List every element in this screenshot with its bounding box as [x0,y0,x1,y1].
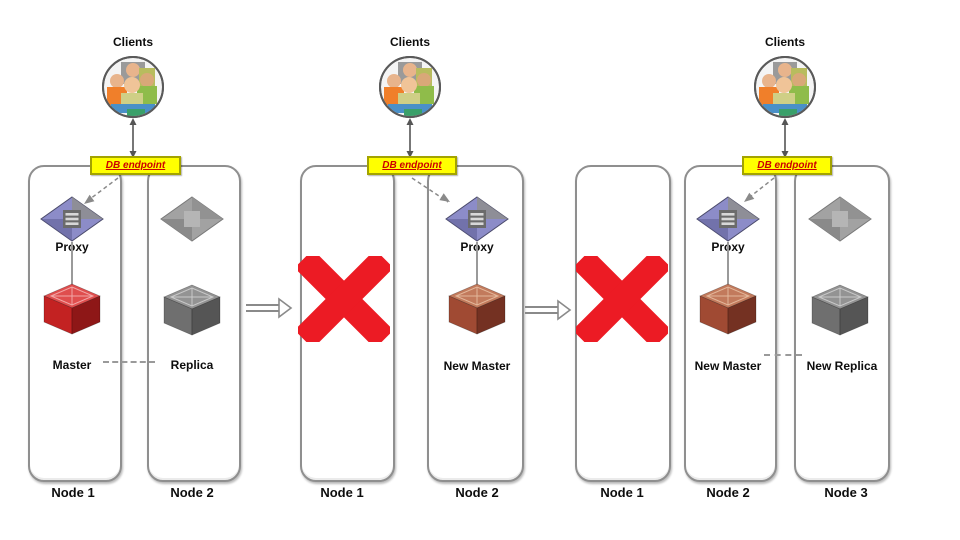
double-arrow-icon [781,118,789,158]
replication-link [764,354,802,356]
db-role-label: New Replica [806,359,878,373]
node-label: Node 1 [600,485,644,500]
db-role-label: Replica [170,358,214,372]
replication-link [103,361,155,363]
endpoint-to-proxy-arrow [84,177,119,204]
failure-x-icon [298,256,390,342]
double-arrow-icon [129,118,137,158]
endpoint-to-proxy-arrow [411,177,450,203]
db-role-label: New Master [694,359,762,373]
replica-db-cube-icon [163,284,221,336]
db-role-label: Master [52,358,92,372]
endpoint-to-proxy-arrow [744,177,775,202]
clients-icon [102,56,164,118]
proxy-diamond-icon [696,196,760,242]
db-endpoint-badge: DB endpoint [367,156,457,175]
db-endpoint-badge: DB endpoint [90,156,181,175]
proxy-db-link [476,242,478,286]
inactive-diamond-icon [808,196,872,242]
clients-label: Clients [764,35,805,49]
db-endpoint-badge: DB endpoint [742,156,832,175]
node-label: Node 2 [455,485,499,500]
proxy-diamond-icon [445,196,509,242]
clients-label: Clients [389,35,430,49]
stage-transition-arrow-icon [246,297,293,319]
node-label: Node 2 [706,485,750,500]
double-arrow-icon [406,118,414,158]
master-db-cube-icon [43,283,101,335]
node-label: Node 1 [320,485,364,500]
clients-icon [379,56,441,118]
db-role-label: New Master [443,359,511,373]
clients-label: Clients [112,35,153,49]
proxy-db-link [727,242,729,286]
new-master-db-cube-icon [699,283,757,335]
new-master-db-cube-icon [448,283,506,335]
node-label: Node 3 [824,485,868,500]
inactive-diamond-icon [160,196,224,242]
new-replica-db-cube-icon [811,284,869,336]
proxy-db-link [71,242,73,286]
node-label: Node 1 [51,485,95,500]
proxy-diamond-icon [40,196,104,242]
failure-x-icon [576,256,668,342]
clients-icon [754,56,816,118]
node-label: Node 2 [170,485,214,500]
stage-transition-arrow-icon [525,299,572,321]
